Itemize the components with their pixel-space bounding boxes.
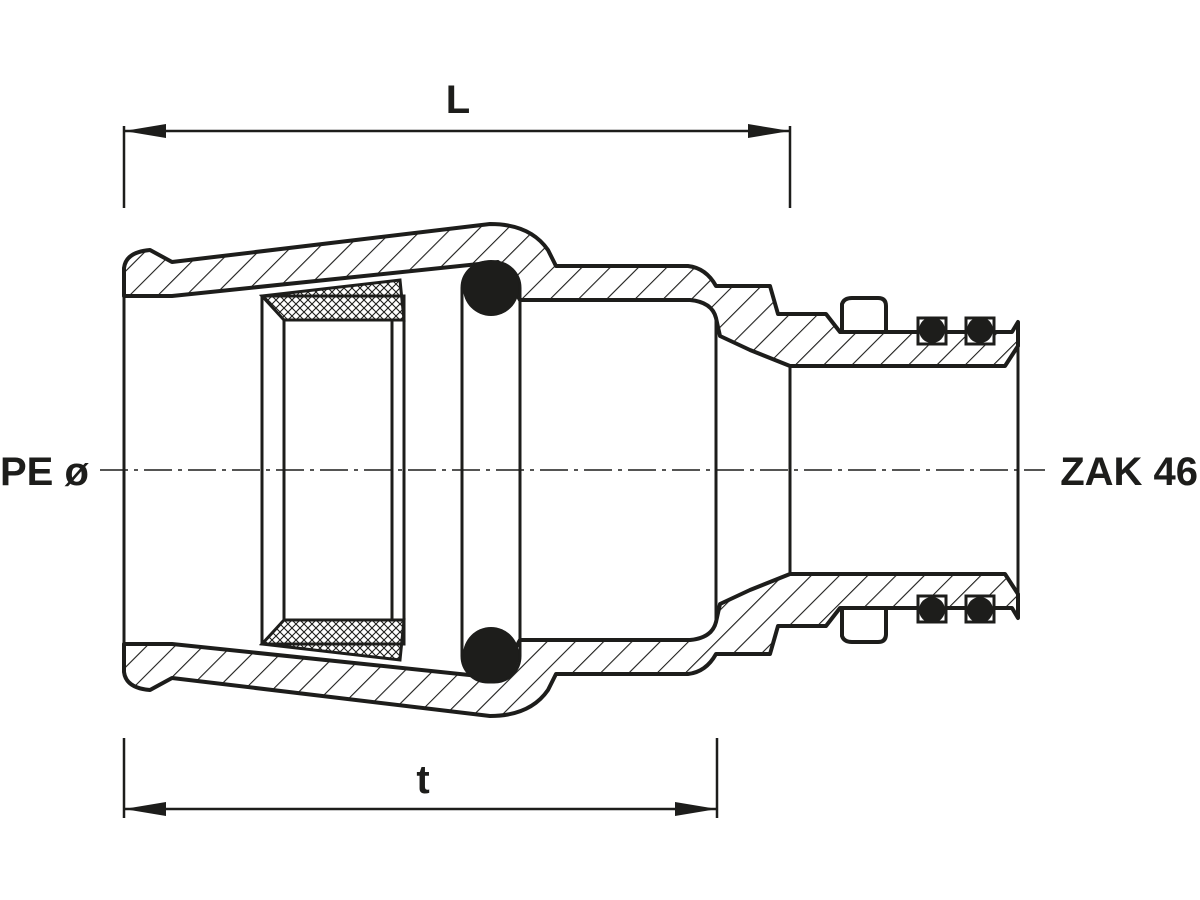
spigot-collar-bottom bbox=[840, 606, 888, 644]
spigot-collar-top bbox=[840, 296, 888, 334]
dimension-l-label: L bbox=[446, 78, 470, 122]
lower-wall-section bbox=[124, 574, 1018, 716]
dimension-t-label: t bbox=[416, 758, 429, 802]
dimension-l-right-arrow bbox=[748, 124, 790, 138]
dimension-length: L bbox=[122, 78, 792, 208]
seal-holder bbox=[460, 260, 522, 684]
dimension-socket-depth: t bbox=[122, 738, 719, 818]
grip-insert-inner bbox=[282, 318, 394, 622]
upper-wall-section bbox=[124, 224, 1018, 366]
spigot-o-ring-2-bottom bbox=[967, 597, 993, 623]
right-connection-label: ZAK 46 bbox=[1060, 450, 1198, 494]
grip-insert-outline bbox=[260, 294, 406, 646]
spigot-o-ring-2-top bbox=[967, 317, 993, 343]
o-ring-top bbox=[463, 260, 519, 316]
dimension-l-left-arrow bbox=[124, 124, 166, 138]
seal-assembly bbox=[460, 260, 522, 684]
dimension-t-left-arrow bbox=[124, 802, 166, 816]
spigot-o-ring-1-top bbox=[919, 317, 945, 343]
dimension-t-right-arrow bbox=[675, 802, 717, 816]
grip-insert bbox=[258, 278, 406, 662]
o-ring-bottom bbox=[463, 627, 519, 683]
left-connection-label: PE ø bbox=[0, 450, 89, 494]
spigot-seals bbox=[916, 316, 996, 624]
spigot-o-ring-1-bottom bbox=[919, 597, 945, 623]
